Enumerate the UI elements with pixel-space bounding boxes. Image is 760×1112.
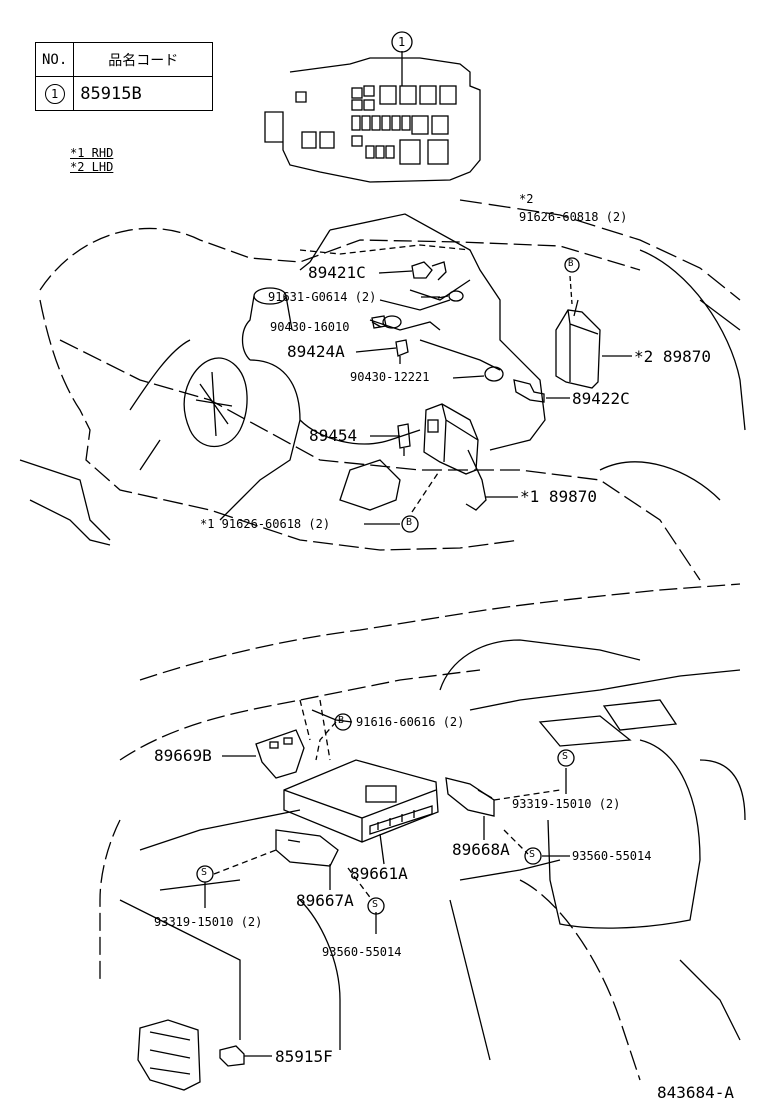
bolt-b-label: B — [338, 715, 345, 726]
label-90430-12221: 90430-12221 — [350, 370, 430, 384]
label-89870-rhd: *1 89870 — [520, 487, 598, 506]
ecu-89661a-drawing — [283, 759, 439, 843]
part-number-table: NO. 品名コード 1 85915B — [34, 42, 214, 111]
sensor-89422c-drawing — [513, 379, 545, 403]
label-89870-lhd: *2 89870 — [634, 347, 712, 366]
label-91626-60818: 91626-60818 (2) — [519, 210, 628, 224]
label-89422c: 89422C — [572, 389, 630, 408]
sensor-89454-drawing — [397, 423, 411, 456]
label-93319-15010-left: 93319-15010 (2) — [154, 915, 263, 929]
relay-block-drawing — [264, 51, 481, 183]
label-90430-16010: 90430-16010 — [270, 320, 350, 334]
module-89870-rhd-drawing — [423, 403, 487, 511]
bolt-b-icon — [564, 257, 580, 273]
bolt-b-label: B — [406, 517, 413, 528]
label-93319-15010-right: 93319-15010 (2) — [512, 797, 621, 811]
table-row-number: 1 — [44, 83, 65, 104]
bolt-b-icon — [401, 515, 419, 533]
relay-85915f-drawing — [137, 1019, 245, 1091]
label-91616-60616: 91616-60616 (2) — [356, 715, 465, 729]
legend-lhd: *2 LHD — [70, 160, 114, 174]
label-89454: 89454 — [309, 426, 358, 445]
engine-compartment-drawing — [19, 199, 746, 581]
bracket-89668a-drawing — [445, 777, 495, 817]
screw-s-label: S — [372, 899, 379, 910]
bolt-91631-drawing — [437, 290, 464, 302]
washer-90430-12221-drawing — [484, 366, 504, 382]
dashboard-drawing — [99, 583, 746, 1081]
washer-90430-16010-drawing — [371, 315, 402, 329]
figure-code: 843684-A — [657, 1083, 735, 1102]
bolt-b-label: B — [568, 259, 574, 269]
table-header-no: NO. — [34, 42, 75, 77]
module-89870-lhd-drawing — [555, 299, 601, 389]
table-row-code: 85915B — [73, 76, 214, 111]
label-89667a: 89667A — [296, 891, 354, 910]
table-header-code: 品名コード — [73, 42, 214, 77]
screw-s-icon — [196, 865, 214, 883]
legend-rhd: *1 RHD — [70, 146, 114, 160]
label-91631-g0614: 91631-G0614 (2) — [268, 290, 377, 304]
screw-s-label: S — [529, 849, 536, 860]
label-89669b: 89669B — [154, 746, 212, 765]
bolt-b-icon — [334, 713, 352, 731]
screw-s-icon — [367, 897, 385, 915]
label-89424a: 89424A — [287, 342, 345, 361]
label-89661a: 89661A — [350, 864, 408, 883]
legend: *1 RHD *2 LHD — [70, 146, 113, 174]
leader-lines-upper — [355, 270, 632, 525]
label-93560-55014-right: 93560-55014 — [572, 849, 652, 863]
label-85915f: 85915F — [275, 1047, 333, 1066]
screw-s-label: S — [201, 867, 208, 878]
label-89668a: 89668A — [452, 840, 510, 859]
sensor-89421c-drawing — [411, 261, 447, 281]
screw-s-icon — [557, 749, 575, 767]
sensor-89424a-drawing — [395, 339, 409, 364]
label-lhd-mark: *2 — [519, 192, 534, 206]
label-93560-55014-left: 93560-55014 — [322, 945, 402, 959]
bracket-89669b-drawing — [255, 729, 305, 779]
leader-lines-lower — [204, 709, 570, 1057]
label-89421c: 89421C — [308, 263, 366, 282]
screw-s-label: S — [562, 751, 569, 762]
bracket-89667a-drawing — [275, 829, 339, 867]
screw-s-icon — [524, 847, 542, 865]
callout-1-icon — [391, 31, 413, 53]
label-91626-60618: *1 91626-60618 (2) — [200, 517, 331, 531]
callout-1-label: 1 — [398, 35, 406, 49]
